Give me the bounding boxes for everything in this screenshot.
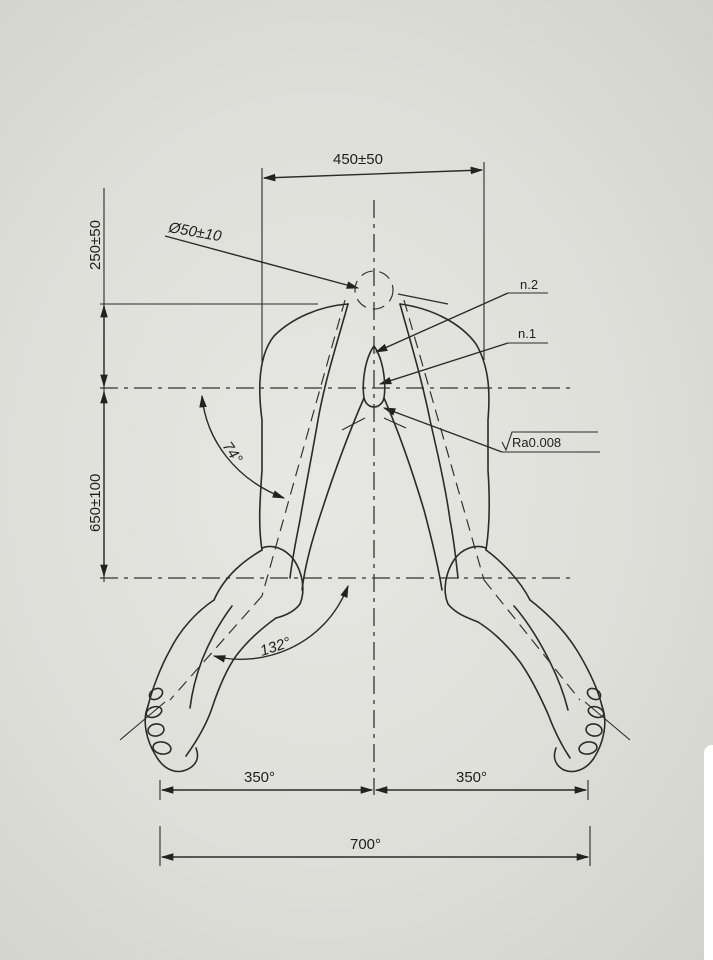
diameter-label: Ø50±10 (166, 219, 223, 245)
left-inner-leg (301, 397, 365, 591)
left-shin-inner (185, 617, 277, 757)
dim-350-right-label: 350° (456, 769, 487, 786)
n2-label: n.2 (520, 277, 538, 292)
n1-label: n.1 (518, 326, 536, 341)
angle-arc-74 (199, 394, 286, 499)
dim-250-label: 250±50 (87, 220, 104, 270)
right-shin-outer (529, 599, 603, 707)
pivot-circle (354, 270, 394, 310)
right-foot-axis (584, 701, 631, 741)
left-leg-axis (261, 299, 346, 597)
left-thigh-inner (289, 303, 349, 579)
right-knee (444, 545, 487, 623)
roughness-pointer (382, 407, 503, 453)
angle-132-label: 132° (258, 634, 293, 660)
angle-74-label: 74° (219, 439, 246, 467)
right-thigh-outer (485, 549, 531, 601)
left-knee (261, 545, 304, 619)
right-shin-axis (483, 579, 581, 701)
left-calf-line (189, 605, 233, 709)
page-edge (704, 745, 713, 960)
right-calf-line (513, 605, 569, 711)
left-toes (145, 687, 172, 755)
pivot-tangent (397, 293, 449, 305)
right-toes (578, 687, 605, 755)
left-foot-axis (119, 701, 166, 741)
dim-350-left-label: 350° (244, 769, 275, 786)
left-foot (144, 705, 199, 773)
right-foot (553, 705, 606, 773)
dim-450-label: 450±50 (333, 151, 383, 168)
torso-outline-left (258, 303, 349, 551)
right-thigh-inner (399, 303, 459, 579)
n2-pointer (374, 292, 509, 353)
right-shin-inner (477, 621, 571, 759)
dim-700-label: 700° (350, 836, 381, 853)
left-thigh-outer (213, 549, 263, 601)
dim-line-450 (262, 166, 484, 182)
roughness-symbol (501, 431, 598, 452)
crotch-shape (362, 345, 386, 408)
dim-650-label: 650±100 (87, 474, 104, 532)
right-leg-axis (403, 299, 485, 581)
angle-arc-132 (212, 584, 349, 663)
right-inner-leg (383, 397, 443, 591)
n1-pointer (378, 342, 509, 385)
torso-outline-right (399, 303, 491, 551)
roughness-label: Ra0.008 (512, 435, 561, 450)
left-shin-axis (169, 595, 263, 701)
diameter-leader (164, 235, 360, 289)
